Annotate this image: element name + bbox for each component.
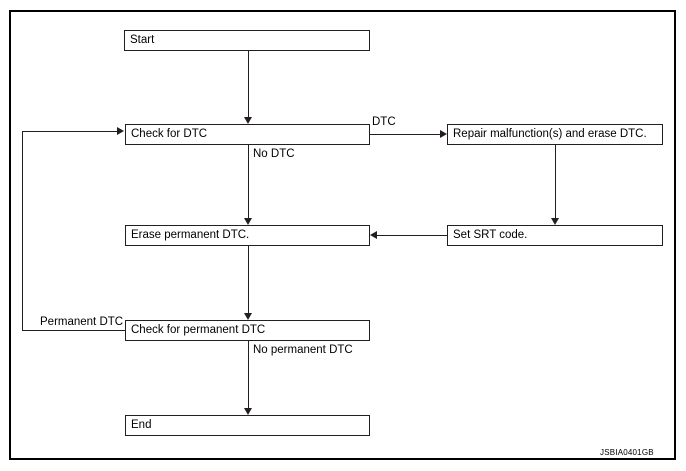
connector-set-srt-to-erase-permanent (377, 235, 447, 236)
node-start[interactable]: Start (124, 30, 370, 51)
node-erase-permanent-dtc-label: Erase permanent DTC. (131, 229, 250, 241)
connector-start-to-check-dtc (248, 51, 249, 117)
connector-erase-permanent-to-check-permanent (248, 246, 249, 313)
arrowhead-permanent-loop-to-check-dtc (117, 127, 124, 135)
connector-permanent-loop-bottom (22, 330, 125, 331)
figure-frame (9, 10, 676, 460)
connector-permanent-loop-left (22, 131, 23, 330)
arrowhead-set-srt-to-erase-permanent (370, 231, 377, 239)
node-repair-malfunctions-label: Repair malfunction(s) and erase DTC. (453, 128, 647, 140)
node-check-for-permanent-dtc-label: Check for permanent DTC (131, 324, 266, 336)
node-check-for-dtc[interactable]: Check for DTC (125, 124, 370, 145)
arrowhead-start-to-check-dtc (244, 117, 252, 124)
node-start-label: Start (130, 34, 155, 46)
edge-label-no-permanent-dtc: No permanent DTC (253, 344, 353, 356)
edge-label-no-dtc: No DTC (253, 148, 295, 160)
node-set-srt-code-label: Set SRT code. (453, 229, 528, 241)
connector-repair-to-set-srt (555, 145, 556, 218)
node-end-label: End (131, 419, 152, 431)
node-check-for-dtc-label: Check for DTC (131, 128, 208, 140)
connector-check-dtc-to-repair (370, 134, 440, 135)
edge-label-permanent-dtc: Permanent DTC (40, 316, 124, 328)
arrowhead-check-dtc-to-erase-permanent (244, 218, 252, 225)
node-set-srt-code[interactable]: Set SRT code. (447, 225, 663, 246)
node-end[interactable]: End (125, 415, 370, 436)
node-erase-permanent-dtc[interactable]: Erase permanent DTC. (125, 225, 370, 246)
node-repair-malfunctions[interactable]: Repair malfunction(s) and erase DTC. (447, 124, 663, 145)
node-check-for-permanent-dtc[interactable]: Check for permanent DTC (125, 320, 370, 341)
arrowhead-repair-to-set-srt (551, 218, 559, 225)
arrowhead-check-dtc-to-repair (440, 130, 447, 138)
connector-check-dtc-to-erase-permanent (248, 145, 249, 218)
connector-permanent-loop-top (22, 131, 118, 132)
figure-id-code: JSBIA0401GB (600, 448, 654, 457)
arrowhead-check-permanent-to-end (244, 408, 252, 415)
connector-check-permanent-to-end (248, 341, 249, 408)
edge-label-dtc: DTC (372, 116, 396, 128)
arrowhead-erase-permanent-to-check-permanent (244, 313, 252, 320)
